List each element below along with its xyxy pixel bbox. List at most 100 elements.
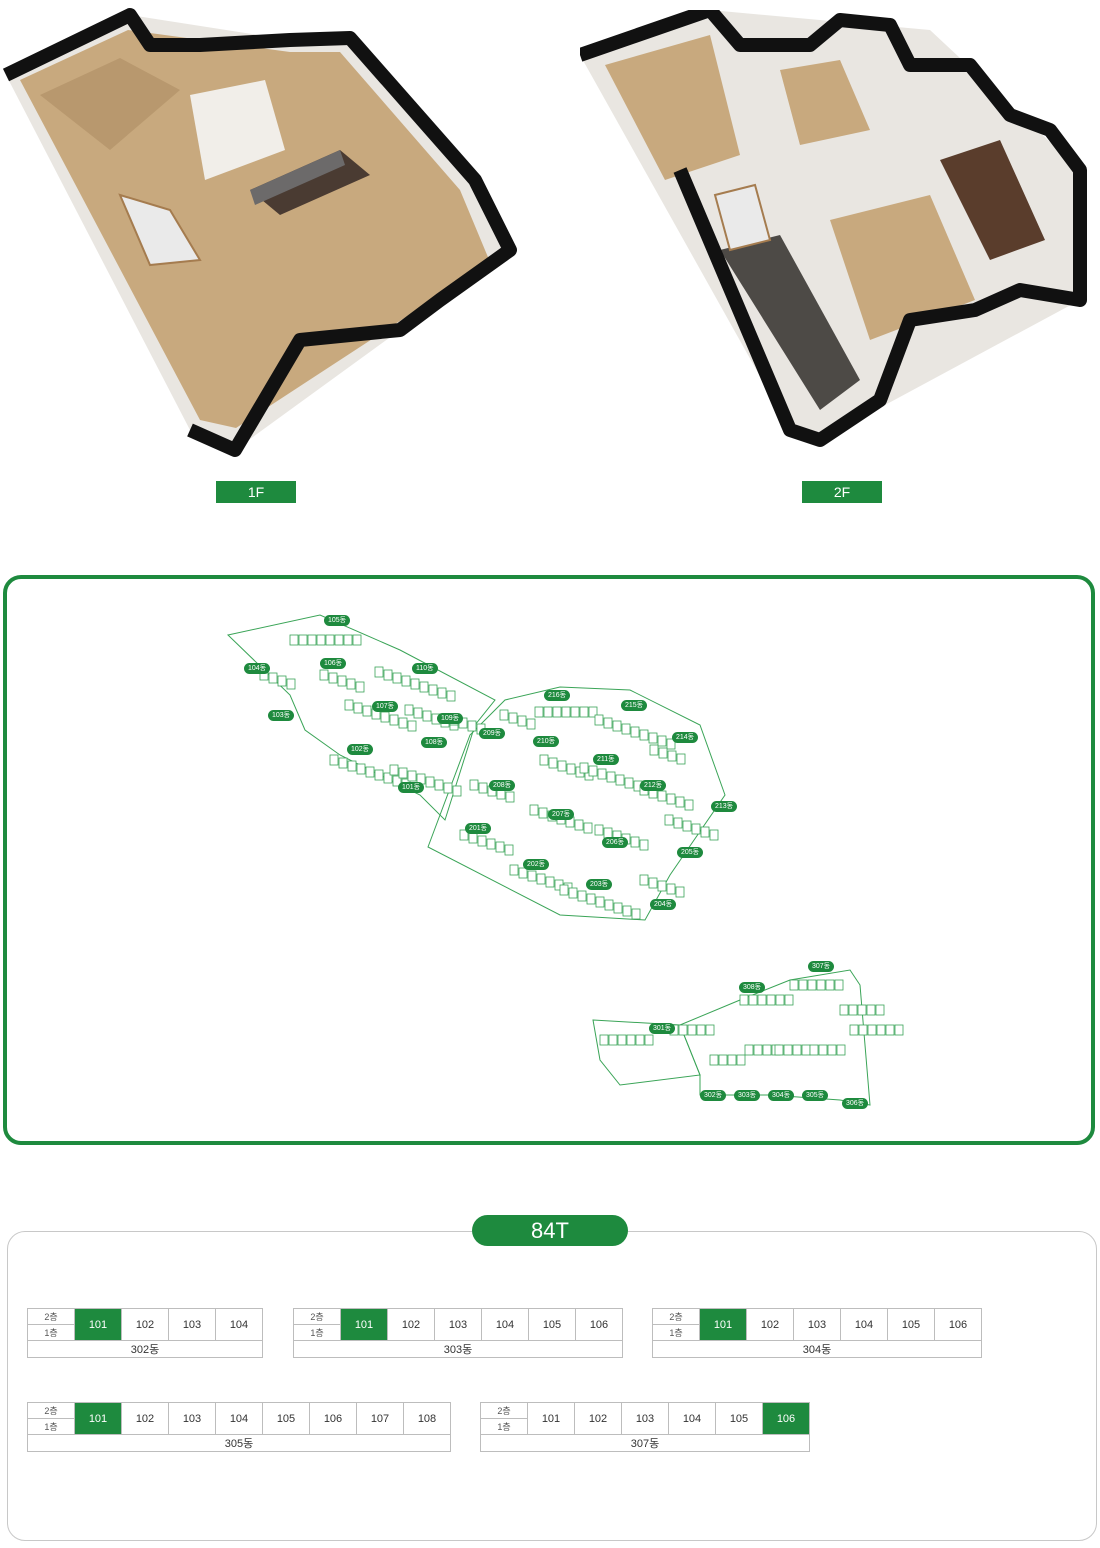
building-label: 301동 — [649, 1023, 676, 1034]
site-unit-block — [344, 699, 354, 711]
site-unit-block — [606, 771, 616, 783]
unit-cell[interactable]: 104 — [840, 1308, 888, 1341]
unit-cell[interactable]: 105 — [528, 1308, 576, 1341]
building-label: 216동 — [544, 690, 571, 701]
site-unit-block — [286, 678, 296, 690]
floor-plan-1f-image — [2, 8, 517, 457]
site-unit-block — [649, 744, 659, 756]
unit-cell[interactable]: 106 — [934, 1308, 982, 1341]
site-unit-block — [718, 1054, 728, 1066]
unit-cell-selected[interactable]: 101 — [699, 1308, 747, 1341]
site-unit-block — [801, 1044, 811, 1056]
unit-cell[interactable]: 102 — [746, 1308, 794, 1341]
site-unit-block — [644, 1034, 654, 1046]
unit-cell-selected[interactable]: 101 — [74, 1402, 122, 1435]
unit-cell[interactable]: 104 — [668, 1402, 716, 1435]
site-unit-block — [875, 1004, 885, 1016]
site-unit-block — [774, 1044, 784, 1056]
unit-cell[interactable]: 102 — [574, 1402, 622, 1435]
site-unit-block — [347, 760, 357, 772]
building-label: 211동 — [593, 754, 619, 765]
site-unit-block — [613, 902, 623, 914]
unit-cell[interactable]: 106 — [309, 1402, 357, 1435]
unit-cell[interactable]: 103 — [793, 1308, 841, 1341]
site-unit-block — [343, 634, 353, 646]
unit-cell[interactable]: 104 — [481, 1308, 529, 1341]
unit-cell[interactable]: 103 — [168, 1402, 216, 1435]
site-unit-block — [577, 890, 587, 902]
unit-cell[interactable]: 103 — [434, 1308, 482, 1341]
building-label: 109동 — [437, 713, 464, 724]
site-unit-block — [566, 763, 576, 775]
site-unit-block — [325, 634, 335, 646]
site-unit-block — [557, 760, 567, 772]
unit-cell[interactable]: 105 — [262, 1402, 310, 1435]
unit-cell[interactable]: 107 — [356, 1402, 404, 1435]
unit-cell[interactable]: 105 — [887, 1308, 935, 1341]
site-unit-block — [277, 675, 287, 687]
site-unit-block — [700, 826, 710, 838]
site-unit-block — [401, 675, 411, 687]
site-unit-block — [579, 706, 589, 718]
unit-cell[interactable]: 108 — [403, 1402, 451, 1435]
site-unit-block — [586, 893, 596, 905]
site-unit-block — [383, 669, 393, 681]
site-unit-block — [588, 706, 598, 718]
site-unit-block — [334, 634, 344, 646]
site-unit-block — [398, 767, 408, 779]
site-unit-block — [337, 675, 347, 687]
site-unit-block — [518, 867, 528, 879]
site-unit-block — [548, 757, 558, 769]
site-unit-block — [407, 770, 417, 782]
unit-cell[interactable]: 106 — [575, 1308, 623, 1341]
site-unit-block — [597, 768, 607, 780]
site-unit-block — [807, 979, 817, 991]
site-unit-block — [789, 979, 799, 991]
unit-cell[interactable]: 102 — [121, 1402, 169, 1435]
unit-cell[interactable]: 105 — [715, 1402, 763, 1435]
site-unit-block — [775, 994, 785, 1006]
site-unit-block — [635, 1034, 645, 1046]
building-label: 307동 — [808, 961, 835, 972]
unit-cell[interactable]: 102 — [387, 1308, 435, 1341]
floor-label-lower: 1층 — [293, 1324, 341, 1341]
site-unit-block — [858, 1024, 868, 1036]
unit-cell-selected[interactable]: 101 — [340, 1308, 388, 1341]
site-map-outline — [226, 614, 904, 1106]
site-unit-block — [374, 769, 384, 781]
site-unit-block — [539, 754, 549, 766]
site-unit-block — [676, 753, 686, 765]
unit-table-panel — [7, 1231, 1097, 1541]
unit-cell[interactable]: 104 — [215, 1308, 263, 1341]
site-unit-block — [383, 772, 393, 784]
site-unit-block — [687, 1024, 697, 1036]
site-unit-block — [319, 669, 329, 681]
unit-cell[interactable]: 103 — [168, 1308, 216, 1341]
site-unit-block — [783, 1044, 793, 1056]
floor-label-lower: 1층 — [480, 1418, 528, 1435]
site-unit-block — [504, 844, 514, 856]
unit-cell-selected[interactable]: 106 — [762, 1402, 810, 1435]
building-label: 304동 — [768, 1090, 795, 1101]
site-unit-block — [495, 841, 505, 853]
unit-cell[interactable]: 104 — [215, 1402, 263, 1435]
unit-cell[interactable]: 102 — [121, 1308, 169, 1341]
unit-cell[interactable]: 103 — [621, 1402, 669, 1435]
building-name: 305동 — [27, 1434, 451, 1452]
unit-cell-selected[interactable]: 101 — [74, 1308, 122, 1341]
building-label: 215동 — [621, 700, 648, 711]
site-unit-block — [762, 1044, 772, 1056]
building-label: 102동 — [347, 744, 374, 755]
site-unit-block — [608, 1034, 618, 1046]
site-unit-block — [422, 710, 432, 722]
site-unit-block — [599, 1034, 609, 1046]
site-unit-block — [508, 712, 518, 724]
site-unit-block — [392, 775, 402, 787]
site-unit-block — [624, 777, 634, 789]
floor-label-1f: 1F — [216, 481, 296, 503]
unit-cell[interactable]: 101 — [527, 1402, 575, 1435]
site-unit-block — [753, 1044, 763, 1056]
site-unit-block — [356, 763, 366, 775]
site-unit-block — [744, 1044, 754, 1056]
site-unit-block — [499, 709, 509, 721]
